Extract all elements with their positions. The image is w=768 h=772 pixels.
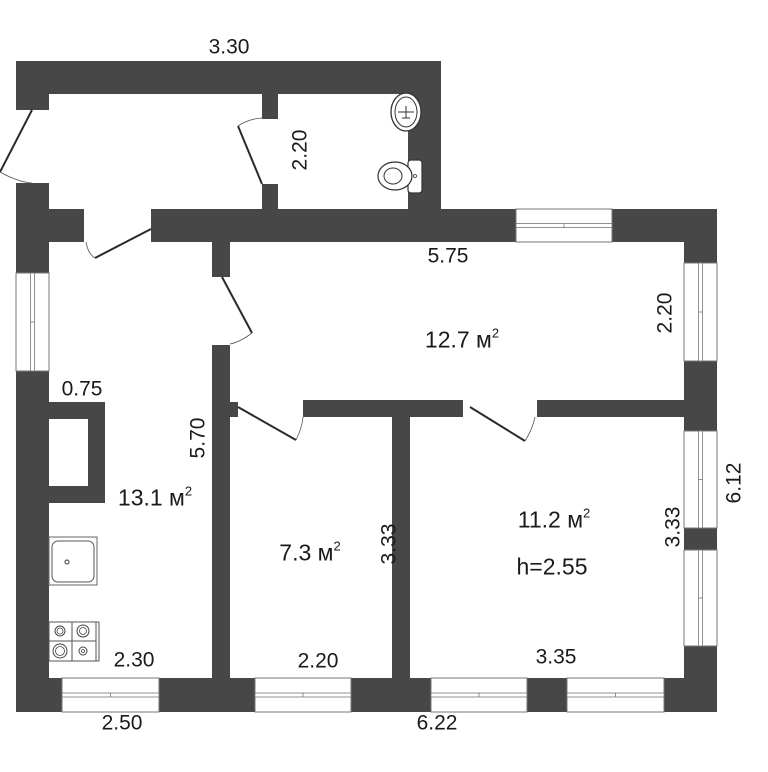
dimension-small-2-20: 2.20 — [297, 649, 339, 673]
kitchen-sink-icon — [48, 536, 98, 586]
dimension-corridor-2-20: 2.20 — [653, 292, 677, 334]
wall — [351, 678, 431, 712]
wall — [684, 209, 717, 263]
door-hall-corridor-icon — [85, 228, 152, 259]
window-icon — [515, 208, 613, 243]
wall — [16, 678, 62, 712]
dimension-corridor-5-75: 5.75 — [427, 244, 469, 268]
window-icon — [254, 677, 352, 713]
wall — [303, 400, 463, 417]
window-icon — [683, 549, 718, 647]
stove-icon — [48, 621, 100, 662]
door-room-icon — [469, 406, 536, 442]
area-unit-superscript: 2 — [184, 483, 193, 499]
room-area-small-room: 7.3 м2 — [279, 538, 341, 566]
wall — [230, 402, 238, 417]
dimension-small-3-33: 3.33 — [377, 523, 401, 565]
room-area-corridor: 12.7 м2 — [424, 325, 500, 353]
wall — [159, 678, 255, 712]
ceiling-height-label: h=2.55 — [516, 553, 588, 580]
wall — [16, 61, 49, 110]
window-icon — [15, 272, 50, 372]
wall — [262, 184, 278, 210]
wall — [262, 94, 278, 119]
door-small-room-icon — [237, 406, 304, 441]
area-unit-superscript: 2 — [583, 505, 591, 521]
dimension-top-3-30: 3.30 — [208, 35, 250, 59]
wall — [49, 209, 84, 242]
window-icon — [61, 677, 160, 713]
fixtures — [48, 92, 423, 662]
wall — [151, 209, 717, 242]
dimension-bottom-2-50: 2.50 — [101, 711, 143, 735]
dimension-outer-6-12: 6.12 — [722, 462, 746, 504]
wall — [49, 486, 105, 503]
window-icon — [683, 430, 718, 529]
wall — [16, 61, 440, 94]
area-unit-superscript: 2 — [333, 538, 341, 554]
wall — [16, 183, 49, 712]
wall — [527, 678, 567, 712]
wall — [684, 361, 717, 431]
walls — [16, 61, 717, 712]
dimension-room-3-33: 3.33 — [661, 506, 685, 548]
wall — [392, 400, 410, 712]
dimension-kitchen-2-30: 2.30 — [113, 648, 155, 672]
toilet-icon — [377, 159, 423, 194]
window-icon — [566, 677, 665, 713]
door-wc-icon — [237, 117, 263, 185]
window-icon — [683, 262, 718, 362]
wall — [664, 678, 717, 712]
dimension-room-3-35: 3.35 — [535, 645, 577, 669]
window-icon — [430, 677, 528, 713]
area-unit-superscript: 2 — [491, 325, 500, 341]
room-area-kitchen: 13.1 м2 — [117, 483, 193, 511]
room-area-room: 11.2 м2 — [517, 505, 591, 533]
wall — [88, 419, 105, 503]
wall — [537, 400, 684, 417]
wall — [49, 402, 105, 419]
wall — [212, 242, 230, 277]
dimension-kitchen-5-70: 5.70 — [186, 417, 210, 459]
door-corridor-kitchen-icon — [221, 276, 253, 345]
washbasin-icon — [390, 92, 422, 132]
dimension-wc-2-20: 2.20 — [288, 129, 312, 171]
wall — [212, 345, 230, 712]
wall — [684, 528, 717, 550]
door-entrance-icon — [0, 109, 33, 184]
dimension-niche-0-75: 0.75 — [61, 377, 103, 401]
doors — [0, 109, 536, 442]
windows — [15, 208, 718, 713]
dimension-bottom-6-22: 6.22 — [416, 711, 458, 735]
